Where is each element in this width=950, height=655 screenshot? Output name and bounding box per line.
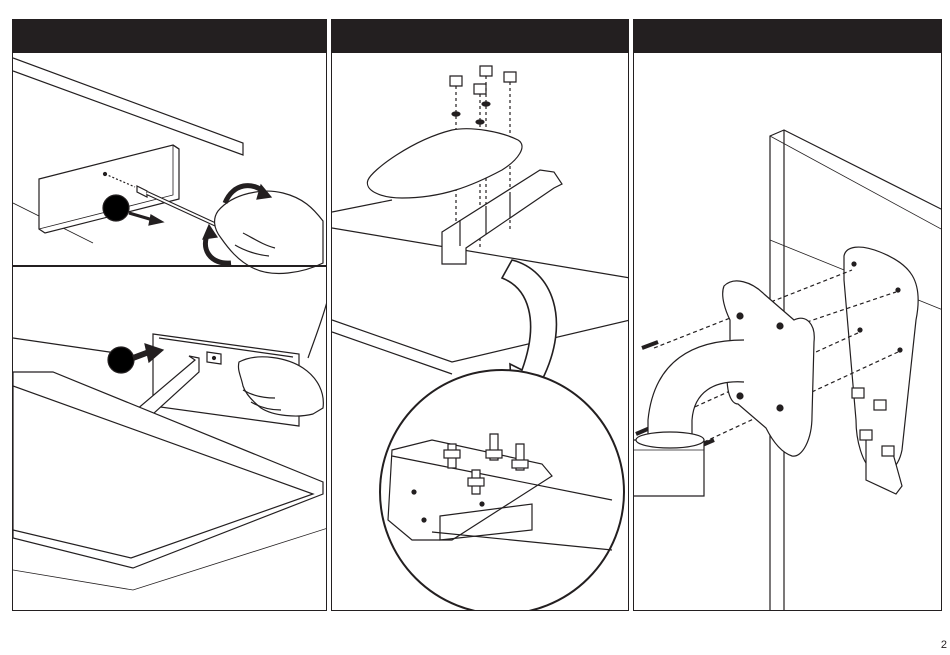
- instruction-panel-1: [12, 19, 327, 611]
- step-1a-illustration: [13, 53, 327, 299]
- step-3-illustration: [634, 20, 942, 611]
- step-1b-illustration: [13, 268, 327, 610]
- step-2-illustration: [332, 20, 629, 611]
- instruction-panel-2: [331, 19, 629, 611]
- thumb-screw-knob-icon: [450, 66, 516, 94]
- panel-1-header-bar: [13, 20, 326, 53]
- panel-1-step-divider: [13, 265, 327, 267]
- page-number: 2: [941, 639, 947, 651]
- instruction-panel-3: [633, 19, 942, 611]
